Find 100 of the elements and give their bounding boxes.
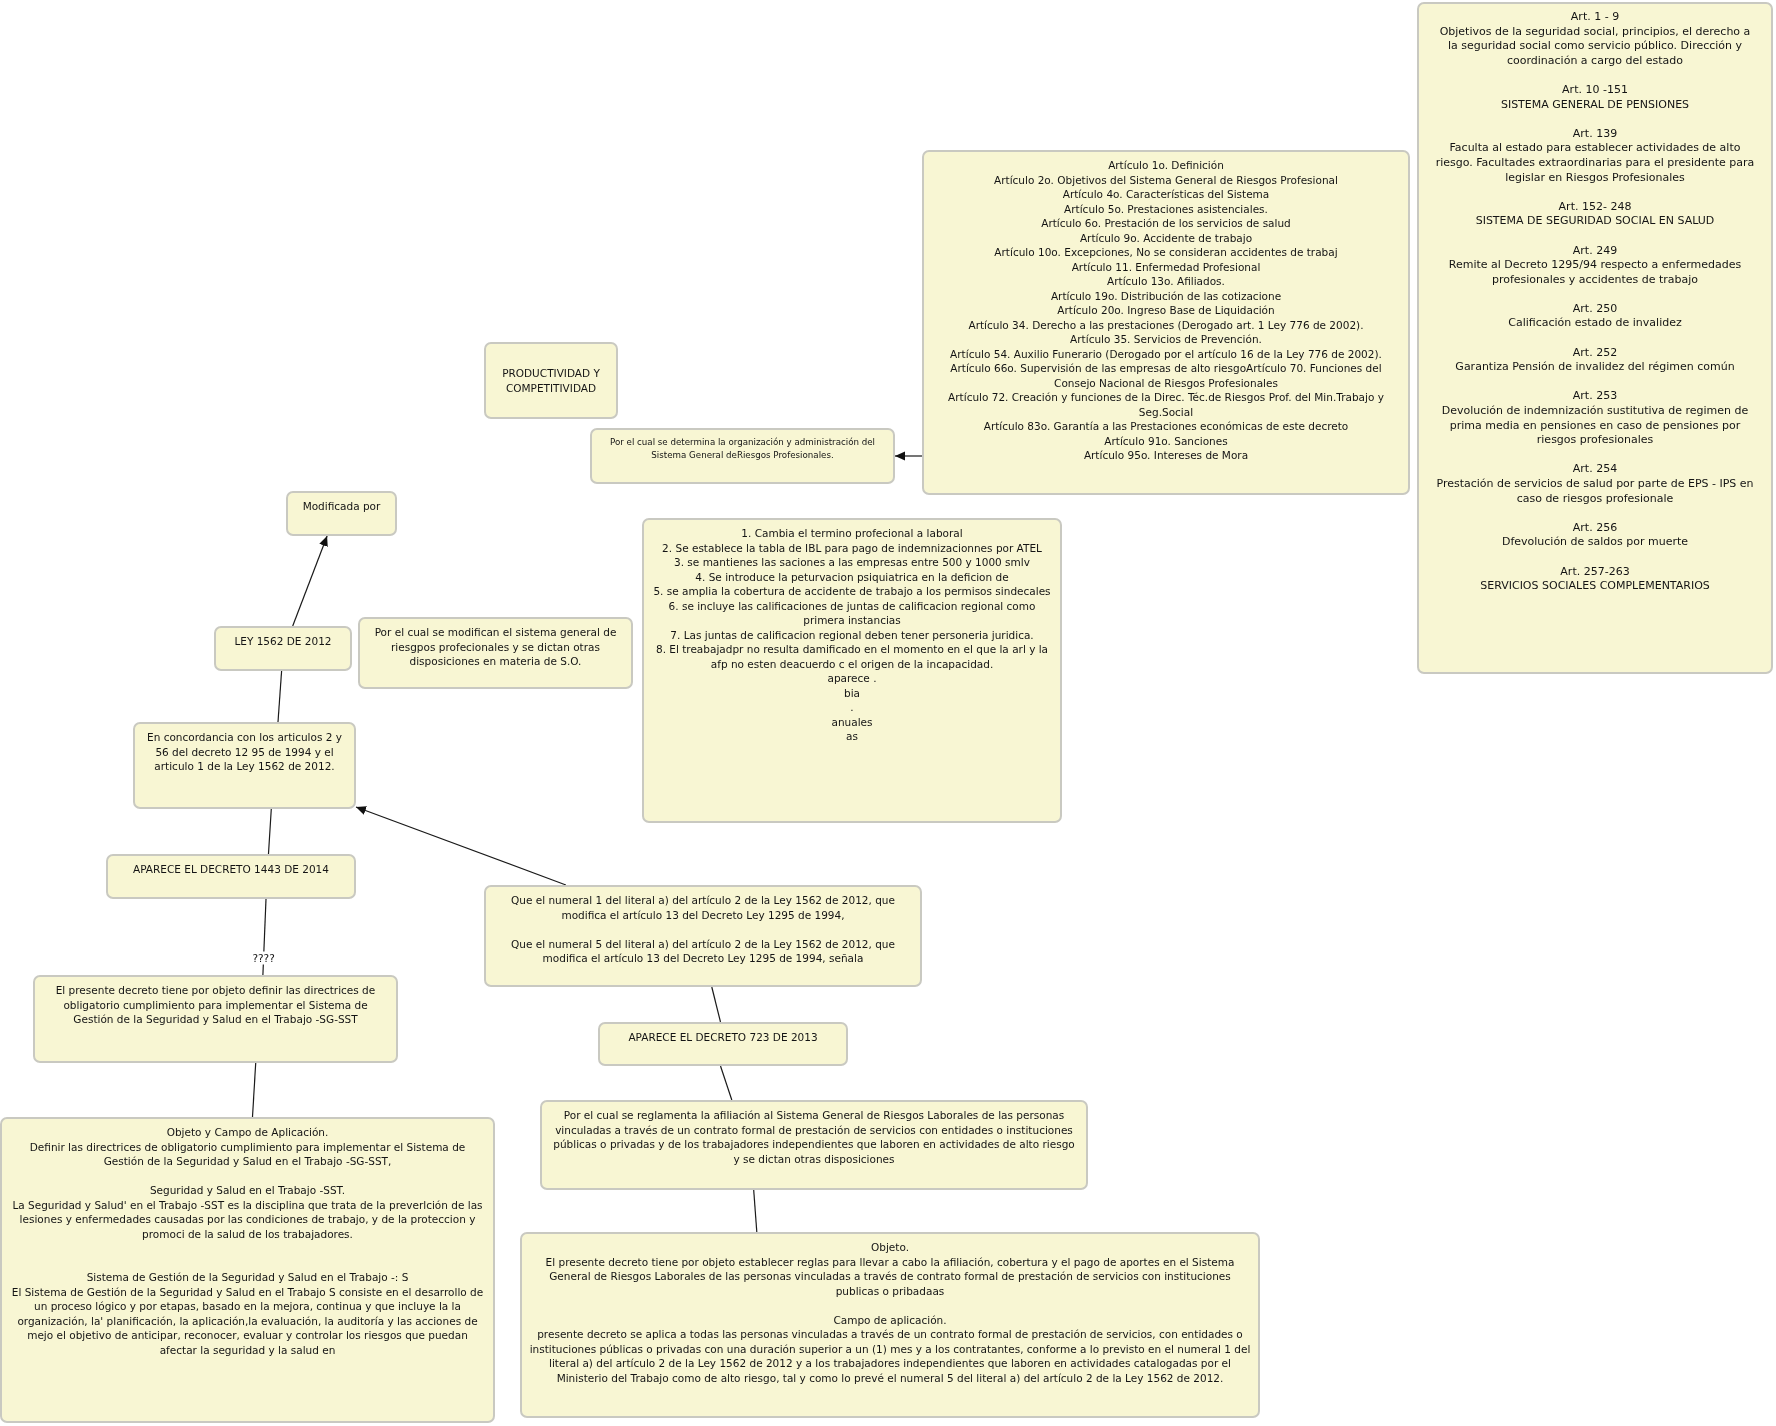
article-item: Artículo 5o. Prestaciones asistenciales. xyxy=(1064,201,1268,216)
section-heading: Sistema de Gestión de la Seguridad y Salud en el Trabajo -: S xyxy=(86,1270,409,1285)
article-item: Artículo 91o. Sanciones xyxy=(1104,433,1228,448)
article-range-heading: Art. 254 xyxy=(1572,462,1618,477)
concept-box xyxy=(33,975,398,1063)
article-item: Artículo 1o. Definición xyxy=(1108,158,1224,173)
change-item: 6. se incluye las calificaciones de juntas de calificacion regional como primera instancias xyxy=(667,598,1037,628)
clause-text: Que el numeral 5 del literal a) del artículo 2 de la Ley 1562 de 2012, que modifica el artículo 13 del Decreto Ley 1295 de 1994, señala xyxy=(510,936,896,966)
arrow xyxy=(894,451,923,461)
connector-line xyxy=(251,1062,257,1118)
article-item: Artículo 95o. Intereses de Mora xyxy=(1083,448,1249,463)
concept-box xyxy=(520,1232,1260,1418)
article-summary: SERVICIOS SOCIALES COMPLEMENTARIOS xyxy=(1480,579,1710,594)
concept-box xyxy=(106,854,356,899)
concept-box xyxy=(1417,2,1773,674)
arrow xyxy=(355,806,567,886)
article-summary: Remite al Decreto 1295/94 respecto a enfermedades profesionales y accidentes de trabajo xyxy=(1447,258,1743,288)
article-summary: Calificación estado de invalidez xyxy=(1508,316,1682,332)
article-item: Artículo 19o. Distribución de las cotizacione xyxy=(1050,288,1282,303)
section-heading: Objeto. xyxy=(871,1240,909,1255)
concept-box xyxy=(484,885,922,987)
edge-label: ???? xyxy=(250,951,277,965)
article-summary: SISTEMA DE SEGURIDAD SOCIAL EN SALUD xyxy=(1475,214,1715,229)
article-item: Artículo 10o. Excepciones, No se consideran accidentes de trabaj xyxy=(994,245,1338,260)
article-range-heading: Art. 252 xyxy=(1572,345,1618,361)
article-item: Artículo 11. Enfermedad Profesional xyxy=(1071,259,1261,274)
objective-text: El presente decreto tiene por objeto definir las directrices de obligatorio cumplimiento para implementar el Sistema de Gestión de la Seguridad y Salud en el Trabajo -SG-SST xyxy=(54,983,377,1027)
text-fragment: . xyxy=(850,700,854,715)
concept-box xyxy=(598,1022,848,1066)
description-text: Por el cual se reglamenta la afiliación al Sistema General de Riesgos Laborales de las personas vinculadas a través de un contrato formal de prestación de servicios con entidades o instituciones públicas o privadas y de los trabajadores independientes que laboren en actividades de alto riesgo y se dictan otras disposiciones xyxy=(552,1108,1076,1166)
concept-box xyxy=(922,150,1410,495)
text-fragment: bia xyxy=(844,685,860,700)
change-item: 3. se mantienes las saciones a las empresas entre 500 y 1000 smlv xyxy=(674,555,1030,570)
decree-title: APARECE EL DECRETO 723 DE 2013 xyxy=(628,1030,818,1045)
text-fragment: aparece . xyxy=(827,671,877,686)
article-range-heading: Art. 139 xyxy=(1572,126,1618,142)
article-item: Artículo 4o. Características del Sistema xyxy=(1062,187,1270,202)
article-range-heading: Art. 1 - 9 xyxy=(1570,10,1620,25)
text-fragment: anuales xyxy=(831,714,873,729)
connector-line xyxy=(277,670,283,723)
concordance-text: En concordancia con los articulos 2 y 56 del decreto 12 95 de 1994 y el articulo 1 de la Ley 1562 de 2012. xyxy=(146,730,343,774)
change-item: 4. Se introduce la peturvacion psiquiatrica en la deficion de xyxy=(695,569,1009,584)
description-text: Por el cual se modifican el sistema general de riesgpos profecionales y se dictan otras disposiciones en materia de S.O. xyxy=(373,625,618,669)
concept-box xyxy=(590,428,895,484)
article-summary: Garantiza Pensión de invalidez del régimen común xyxy=(1455,360,1735,375)
article-summary: Prestación de servicios de salud por parte de EPS - IPS en caso de riesgos profesionale xyxy=(1435,477,1755,507)
article-range-heading: Art. 253 xyxy=(1572,389,1618,405)
connector-line xyxy=(753,1189,758,1233)
article-range-heading: Art. 257-263 xyxy=(1560,564,1630,580)
section-text: El presente decreto tiene por objeto establecer reglas para llevar a cabo la afiliación, cobertura y el pago de aportes en el Sistema General de Riesgos Laborales de las personas vinculadas a través de contrato formal de prestación de servicios con instituciones publicas o pribadaas xyxy=(544,1254,1236,1298)
article-range-heading: Art. 249 xyxy=(1572,243,1618,259)
concept-box xyxy=(0,1117,495,1423)
concept-box xyxy=(358,617,633,689)
concept-box xyxy=(286,491,397,536)
article-item: Artículo 2o. Objetivos del Sistema General de Riesgos Profesional xyxy=(994,172,1338,187)
change-item: 1. Cambia el termino profecional a laboral xyxy=(741,526,963,541)
article-range-heading: Art. 256 xyxy=(1572,520,1618,536)
article-item: Artículo 35. Servicios de Prevención. xyxy=(1070,332,1262,347)
article-item: Artículo 34. Derecho a las prestaciones (Derogado art. 1 Ley 776 de 2002). xyxy=(968,317,1364,332)
section-text: El Sistema de Gestión de la Seguridad y Salud en el Trabajo S consiste en el desarrollo de un proceso lógico y por etapas, basado en la mejora, continua y que incluye la la organización, la' planificación, la aplicación,la evaluación, la auditoría y las acciones de mejo el objetivo de anticipar, reconocer, evaluar y controlar los riesgos que puedan afectar la seguridad y la salud en xyxy=(10,1284,485,1357)
relation-text: Modificada por xyxy=(302,499,381,514)
change-item: 2. Se establece la tabla de IBL para pago de indemnizacionnes por ATEL xyxy=(662,540,1042,555)
change-item: 5. se amplia la cobertura de accidente de trabajo a los permisos sindecales xyxy=(653,584,1051,599)
article-range-heading: Art. 152- 248 xyxy=(1558,199,1632,215)
arrow xyxy=(292,535,328,627)
section-heading: Objeto y Campo de Aplicación. xyxy=(166,1125,329,1140)
section-heading: Seguridad y Salud en el Trabajo -SST. xyxy=(149,1183,346,1198)
article-item: Artículo 72. Creación y funciones de la Direc. Téc.de Riesgos Prof. del Min.Trabajo y Seg.Social xyxy=(947,390,1385,419)
description-text: Por el cual se determina la organización y administración del Sistema General deRiesgos Profesionales. xyxy=(608,436,877,461)
concept-title: PRODUCTIVIDAD Y COMPETITIVIDAD xyxy=(501,366,601,395)
section-text: La Seguridad y Salud' en el Trabajo -SST es la disciplina que trata de la preverlción de las lesiones y enfermedades causadas por las condiciones de trabajo, y de la proteccion y promoci de la salud de los trabajadores. xyxy=(11,1197,484,1241)
connector-line xyxy=(711,986,722,1023)
connector-line xyxy=(267,808,272,855)
article-summary: Objetivos de la seguridad social, principios, el derecho a la seguridad social como servicio público. Dirección y coordinación a cargo del estado xyxy=(1438,24,1752,69)
article-item: Artículo 9o. Accidente de trabajo xyxy=(1079,230,1253,245)
connector-line xyxy=(719,1065,733,1101)
concept-box xyxy=(214,626,352,671)
decree-title: APARECE EL DECRETO 1443 DE 2014 xyxy=(133,862,329,877)
article-range-heading: Art. 10 -151 xyxy=(1562,82,1628,98)
section-heading: Campo de aplicación. xyxy=(833,1312,947,1327)
article-summary: Dfevolución de saldos por muerte xyxy=(1501,535,1689,550)
section-text: Definir las directrices de obligatorio cumplimiento para implementar el Sistema de Gestión de la Seguridad y Salud en el Trabajo -SG-SST, xyxy=(28,1139,467,1169)
article-range-heading: Art. 250 xyxy=(1572,301,1618,317)
concept-box xyxy=(540,1100,1088,1190)
article-summary: SISTEMA GENERAL DE PENSIONES xyxy=(1500,97,1690,113)
law-title: LEY 1562 DE 2012 xyxy=(234,634,332,649)
change-item: 8. El treabajadpr no resulta damificado en el momento en el que la arl y la afp no esten deacuerdo c el origen de la incapacidad. xyxy=(654,642,1050,671)
article-item: Artículo 66o. Supervisión de las empresas de alto riesgoArtículo 70. Funciones del Consejo Nacional de Riesgos Profesionales xyxy=(949,361,1383,390)
text-fragment: as xyxy=(846,729,858,744)
concept-box xyxy=(642,518,1062,823)
article-item: Artículo 54. Auxilio Funerario (Derogado por el artículo 16 de la Ley 776 de 2002). xyxy=(950,346,1382,361)
article-item: Artículo 20o. Ingreso Base de Liquidación xyxy=(1057,303,1275,318)
change-item: 7. Las juntas de calificacion regional deben tener personeria juridica. xyxy=(670,627,1034,642)
article-item: Artículo 13o. Afiliados. xyxy=(1107,274,1225,289)
concept-box xyxy=(133,722,356,809)
article-item: Artículo 83o. Garantía a las Prestaciones económicas de este decreto xyxy=(983,419,1349,434)
section-text: presente decreto se aplica a todas las personas vinculadas a través de un contrato formal de prestación de servicios, con entidades o instituciones públicas o privadas con una duración superior a un (1) mes y a los contratantes, conforme a lo previsto en el numeral 1 del literal a) del artículo 2 de la Ley 1562 de 2012 y a los trabajadores independientes que laboren en actividades catalogadas por el Ministerio del Trabajo como de alto riesgo, tal y como lo prevé el numeral 5 del literal a) del artículo 2 de la Ley 1562 de 2012. xyxy=(529,1327,1251,1385)
article-summary: Faculta al estado para establecer actividades de alto riesgo. Facultades extraordinarias para el presidente para legislar en Riesgos Profesionales xyxy=(1435,141,1755,186)
article-summary: Devolución de indemnización sustitutiva de regimen de prima media en pensiones en caso de pensiones por riesgos profesionales xyxy=(1440,404,1750,448)
article-item: Artículo 6o. Prestación de los servicios de salud xyxy=(1041,216,1291,231)
